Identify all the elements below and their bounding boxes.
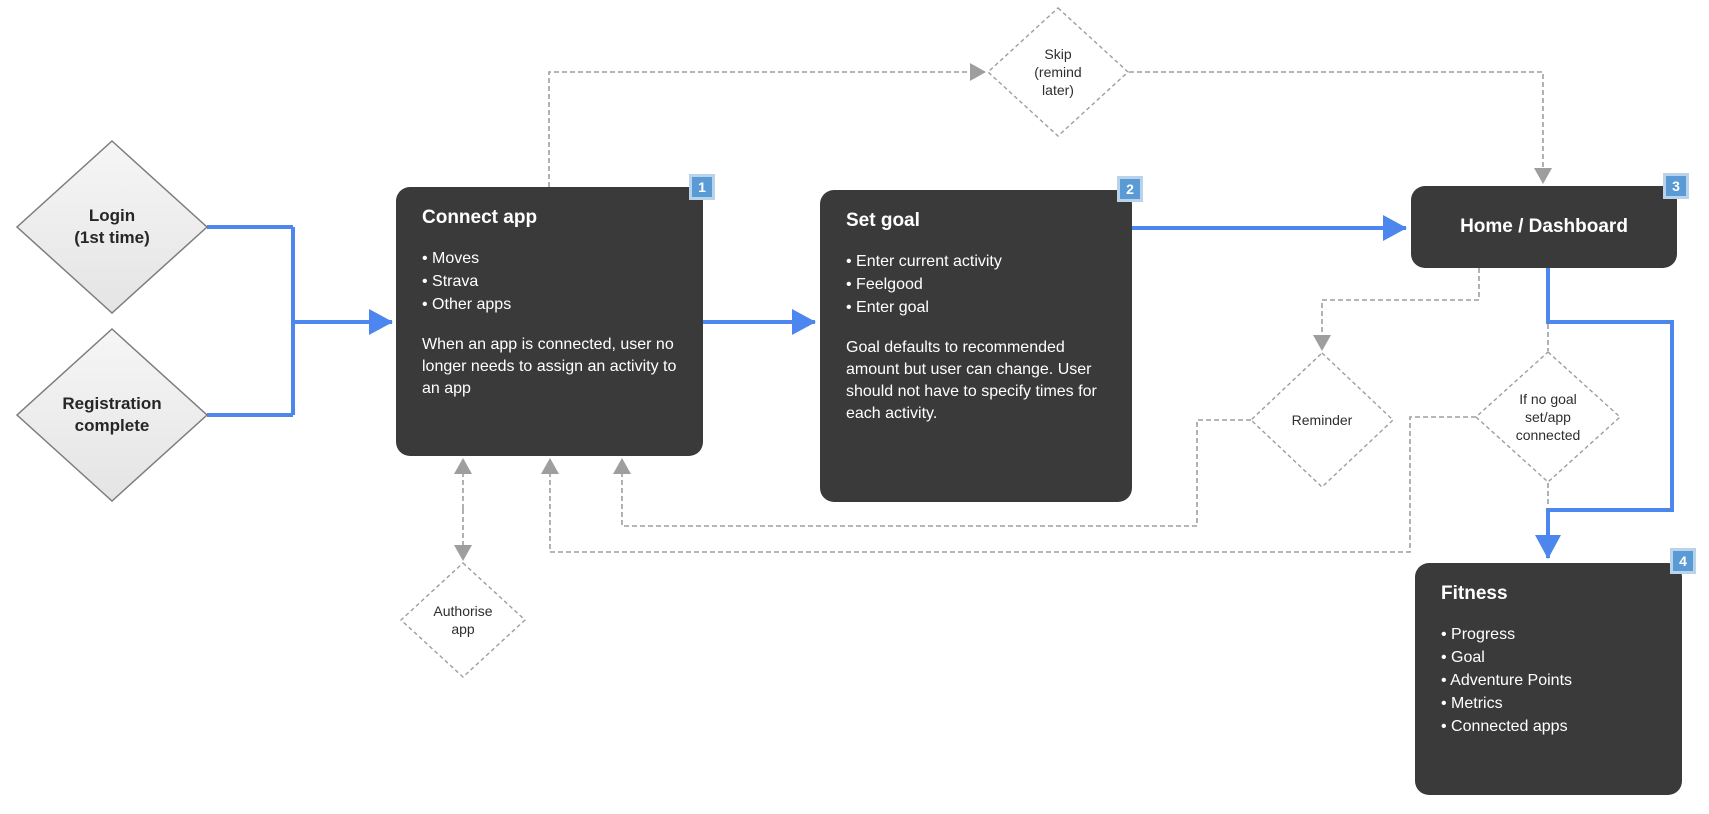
- bullet-item: • Enter current activity: [846, 253, 1002, 270]
- registration-diamond-label: Registration complete: [62, 394, 162, 435]
- set-goal-bullet-list: • Enter current activity • Feelgood • Ente…: [846, 250, 1106, 319]
- authorise-diamond-shape: [399, 562, 527, 678]
- edge-reminder-to-connect-app: [613, 419, 1251, 527]
- connect-app-title: Connect app: [422, 207, 538, 228]
- edge-home-to-fitness: [1535, 268, 1674, 559]
- step-badge-2: 2: [1117, 176, 1143, 202]
- edge-skip-to-home: [1129, 71, 1552, 184]
- bullet-item: • Enter goal: [846, 299, 929, 316]
- connect-app-node: Connect app • Moves• Strava• Other apps …: [396, 187, 703, 456]
- skip-diamond-shape: [986, 7, 1130, 137]
- edge-if-no-goal-to-connect-app: [541, 416, 1476, 553]
- bullet-item: • Goal: [1441, 649, 1485, 666]
- edge-connect-app-to-skip: [548, 63, 986, 187]
- step-badge-4: 4: [1670, 548, 1696, 574]
- set-goal-node: Set goal • Enter current activity • Feelg…: [820, 190, 1132, 502]
- bullet-item: • Adventure Points: [1441, 672, 1573, 689]
- login-diamond-shape: [15, 139, 209, 315]
- connect-app-note: When an app is connected, user no longer…: [422, 336, 677, 397]
- bullet-item: • Strava: [422, 273, 479, 290]
- bullet-item: • Connected apps: [1441, 718, 1568, 735]
- if-no-goal-diamond-label: If no goal set/app connected: [1515, 391, 1581, 443]
- fitness-title: Fitness: [1441, 583, 1508, 604]
- bullet-item: • Metrics: [1441, 695, 1503, 712]
- bullet-item: • Other apps: [422, 296, 512, 313]
- home-dashboard-node: Home / Dashboard: [1411, 186, 1677, 268]
- if-no-goal-diamond-shape: [1474, 351, 1622, 483]
- reminder-diamond-shape: [1249, 352, 1395, 488]
- edge-home-to-reminder: [1313, 268, 1480, 351]
- authorise-diamond-label: Authorise app: [433, 603, 493, 637]
- connect-app-bullet-list: • Moves • Strava • Other apps: [422, 247, 677, 316]
- reminder-diamond-label: Reminder: [1291, 412, 1353, 428]
- step-badge-1: 1: [689, 174, 715, 200]
- home-dashboard-title: Home / Dashboard: [1460, 216, 1628, 237]
- fitness-bullet-list: • Progress • Goal • Adventure Points • Metr…: [1441, 623, 1656, 738]
- bullet-item: • Feelgood: [846, 276, 923, 293]
- step-badge-3: 3: [1663, 173, 1689, 199]
- skip-diamond-label: Skip (remind later): [1034, 46, 1082, 98]
- set-goal-note: Goal defaults to recommended amount but …: [846, 339, 1097, 422]
- set-goal-title: Set goal: [846, 210, 920, 231]
- bullet-item: • Progress: [1441, 626, 1516, 643]
- bullet-item: • Moves: [422, 250, 480, 267]
- registration-diamond-shape: [15, 327, 209, 503]
- fitness-node: Fitness • Progress • Goal • Adventure Poin…: [1415, 563, 1682, 795]
- login-diamond-label: Login (1st time): [74, 206, 150, 247]
